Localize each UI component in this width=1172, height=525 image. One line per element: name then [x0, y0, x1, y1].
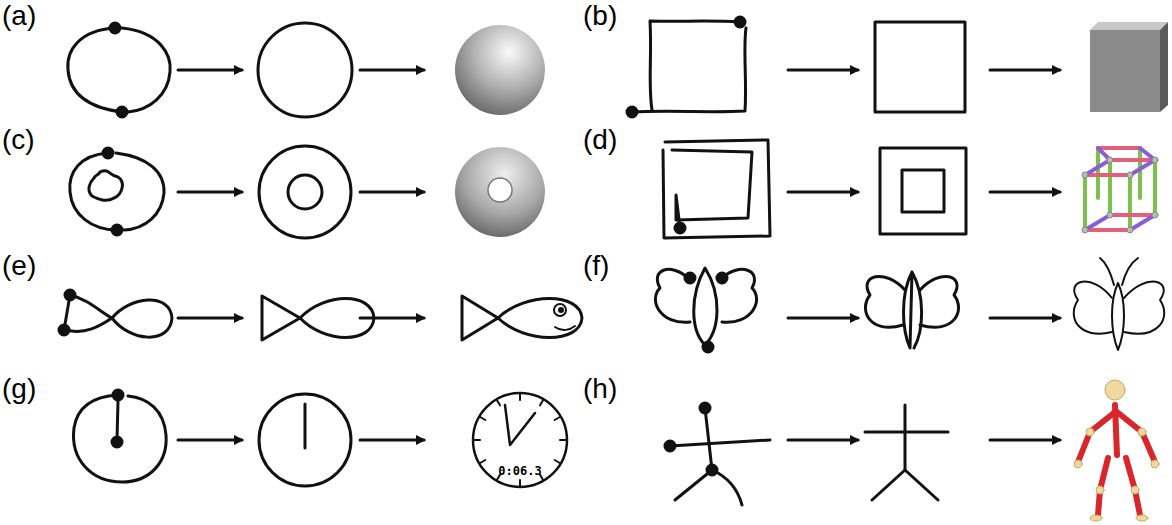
clock-tick: [519, 394, 521, 400]
clock-tick: [560, 439, 566, 441]
clock-tick: [555, 460, 560, 463]
panel-label: (d): [583, 126, 617, 154]
clock-tick: [540, 400, 543, 405]
panel-label: (g): [2, 375, 36, 403]
panel-label: (f): [583, 252, 609, 280]
clock-tick: [555, 417, 560, 420]
clock-tick: [474, 439, 480, 441]
panel-label: (c): [2, 126, 35, 154]
panel-label: (h): [583, 375, 617, 403]
panel-label: (e): [2, 252, 36, 280]
panel-label: (b): [583, 2, 617, 30]
clock-tick: [480, 417, 485, 420]
clock-readout: 0:06.3: [498, 465, 541, 477]
clock-tick: [497, 400, 500, 405]
panel-label: (a): [2, 2, 36, 30]
clock-tick: [480, 460, 485, 463]
clock-tick: [519, 480, 521, 486]
